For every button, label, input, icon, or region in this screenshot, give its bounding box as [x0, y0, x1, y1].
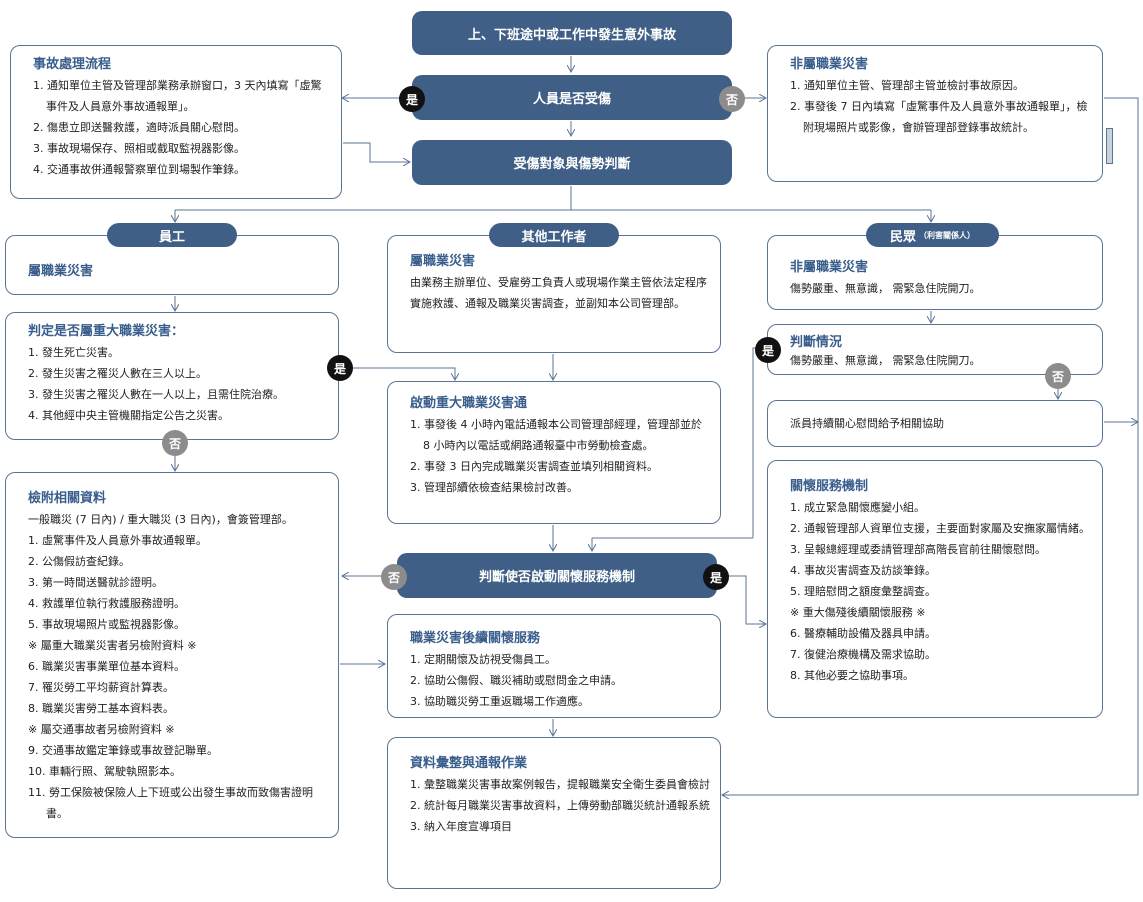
employee-pill: 員工: [107, 223, 237, 247]
yes-marker-major: 是: [327, 355, 353, 381]
list-item: 3. 管理部續依檢查結果檢討改善。: [410, 481, 578, 494]
list-item: 8. 職業災害勞工基本資料表。: [28, 702, 174, 715]
list-item: 4. 交通事故併通報警察單位到場製作筆錄。: [33, 163, 245, 176]
list-item: 4. 其他經中央主管機關指定公告之災害。: [28, 409, 229, 422]
list-item: 2. 事發後 7 日內填寫「虛驚事件及人員意外事故通報單」，檢附現場照片或影像，…: [790, 100, 1088, 134]
list-item: 7. 罹災勞工平均薪資計算表。: [28, 681, 174, 694]
yes-marker-care: 是: [703, 564, 729, 590]
start-node: 上、下班途中或工作中發生意外事故: [412, 11, 732, 55]
yes-marker-injured: 是: [399, 86, 425, 112]
attach-docs-title: 檢附相關資料: [28, 491, 107, 506]
data-report-box: 資料彙整與通報作業 1. 彙整職業災害事故案例報告，提報職業安全衛生委員會檢討 …: [387, 737, 721, 889]
major-criteria-title: 判定是否屬重大職業災害：: [28, 324, 185, 339]
list-item: ※ 屬交通事故者另檢附資料 ※: [28, 723, 175, 736]
public-pill: 民眾（利害關係人）: [866, 223, 999, 247]
non-occupational-top-title: 非屬職業災害: [790, 57, 869, 72]
public-non-occupational-title: 非屬職業災害: [790, 260, 869, 275]
list-item: 7. 復健治療機構及需求協助。: [790, 648, 936, 661]
other-occupational-title: 屬職業災害: [410, 254, 476, 269]
public-non-occupational-box: 非屬職業災害 傷勢嚴重、無意識， 需緊急住院開刀。: [767, 235, 1103, 310]
list-item: 3. 事故現場保存、照相或截取監視器影像。: [33, 142, 245, 155]
public-non-occupational-text: 傷勢嚴重、無意識， 需緊急住院開刀。: [790, 282, 981, 295]
list-item: 2. 協助公傷假、職災補助或慰問金之申請。: [410, 674, 622, 687]
care-mechanism-box: 關懷服務機制 1. 成立緊急關懷應變小組。 2. 通報管理部人資單位支援，主要面…: [767, 460, 1103, 718]
other-occupational-text: 由業務主辦單位、受雇勞工負責人或現場作業主管依法定程序實施救護、通報及職業災害調…: [410, 276, 707, 310]
care-mechanism-title: 關懷服務機制: [790, 479, 869, 494]
dispatch-care-text: 派員持續關心慰問給予相關協助: [790, 417, 944, 430]
care-decision-node: 判斷使否啟動關懷服務機制: [397, 553, 717, 598]
list-item: 11. 勞工保險被保險人上下班或公出發生事故而致傷害證明書。: [28, 786, 313, 820]
list-item: 6. 醫療輔助設備及器具申請。: [790, 627, 936, 640]
list-item: 2. 公傷假訪查紀錄。: [28, 555, 130, 568]
judge-situation-text: 傷勢嚴重、無意識， 需緊急住院開刀。: [790, 354, 981, 367]
no-marker-injured: 否: [719, 86, 745, 112]
list-item: 3. 協助職災勞工重返職場工作適應。: [410, 695, 589, 708]
followup-care-box: 職業災害後續關懷服務 1. 定期關懷及訪視受傷員工。 2. 協助公傷假、職災補助…: [387, 614, 721, 718]
list-item: 5. 理賠慰問之額度彙整調查。: [790, 585, 936, 598]
employee-occupational-title: 屬職業災害: [28, 264, 94, 279]
list-item: 4. 事故災害調查及訪談筆錄。: [790, 564, 936, 577]
accident-process-box: 事故處理流程 1. 通知單位主管及管理部業務承辦窗口，3 天內填寫「虛驚事件及人…: [10, 45, 342, 199]
public-note: （利害關係人）: [919, 230, 975, 240]
no-marker-major: 否: [162, 430, 188, 456]
judge-situation-box: 判斷情況 傷勢嚴重、無意識， 需緊急住院開刀。: [767, 324, 1103, 375]
list-item: 1. 成立緊急關懷應變小組。: [790, 501, 925, 514]
list-item: 8. 其他必要之協助事項。: [790, 669, 914, 682]
judge-situation-title: 判斷情況: [790, 335, 843, 350]
dispatch-care-box: 派員持續關心慰問給予相關協助: [767, 400, 1103, 447]
list-item: 3. 第一時間送醫就診證明。: [28, 576, 163, 589]
no-marker-situation: 否: [1045, 363, 1071, 389]
list-item: 6. 職業災害事業單位基本資料。: [28, 660, 185, 673]
list-item: 4. 救護單位執行救護服務證明。: [28, 597, 185, 610]
list-item: 1. 虛驚事件及人員意外事故通報單。: [28, 534, 207, 547]
list-item: 3. 發生災害之罹災人數在一人以上，且需住院治療。: [28, 388, 284, 401]
major-criteria-box: 判定是否屬重大職業災害： 1. 發生死亡災害。 2. 發生災害之罹災人數在三人以…: [5, 312, 339, 440]
list-item: 1. 發生死亡災害。: [28, 346, 119, 359]
yes-marker-situation: 是: [755, 337, 781, 363]
attach-docs-box: 檢附相關資料 一般職災 (7 日內) / 重大職災 (3 日內)，會簽管理部。 …: [5, 472, 339, 838]
list-item: 9. 交通事故鑑定筆錄或事故登記聯單。: [28, 744, 218, 757]
list-item: 一般職災 (7 日內) / 重大職災 (3 日內)，會簽管理部。: [28, 513, 293, 526]
list-item: 2. 發生災害之罹災人數在三人以上。: [28, 367, 207, 380]
list-item: 1. 定期關懷及訪視受傷員工。: [410, 653, 556, 666]
data-report-title: 資料彙整與通報作業: [410, 756, 528, 771]
list-item: 3. 納入年度宣導項目: [410, 820, 512, 833]
list-item: 1. 通知單位主管及管理部業務承辦窗口，3 天內填寫「虛驚事件及人員意外事故通報…: [33, 79, 322, 113]
list-item: 3. 呈報總經理或委請管理部高階長官前往關懷慰問。: [790, 543, 1046, 556]
side-marker: [1106, 128, 1113, 164]
injury-assessment-node: 受傷對象與傷勢判斷: [412, 140, 732, 185]
major-notify-box: 啟動重大職業災害通 1. 事發後 4 小時內電話通報本公司管理部經理，管理部並於…: [387, 381, 721, 524]
list-item: 1. 事發後 4 小時內電話通報本公司管理部經理，管理部並於 8 小時內以電話或…: [410, 418, 702, 452]
injured-question-node: 人員是否受傷: [412, 75, 732, 120]
list-item: 2. 事發 3 日內完成職業災害調查並填列相關資料。: [410, 460, 658, 473]
list-item: 2. 傷患立即送醫救護，適時派員關心慰問。: [33, 121, 245, 134]
public-label: 民眾: [889, 229, 916, 245]
list-item: ※ 屬重大職業災害者另檢附資料 ※: [28, 639, 197, 652]
non-occupational-top-box: 非屬職業災害 1. 通知單位主管、管理部主管並檢討事故原因。 2. 事發後 7 …: [767, 45, 1103, 182]
list-item: 1. 通知單位主管、管理部主管並檢討事故原因。: [790, 79, 1024, 92]
no-marker-care: 否: [381, 564, 407, 590]
list-item: 1. 彙整職業災害事故案例報告，提報職業安全衛生委員會檢討: [410, 778, 710, 791]
list-item: 2. 統計每月職業災害事故資料，上傳勞動部職災統計通報系統: [410, 799, 710, 812]
major-notify-title: 啟動重大職業災害通: [410, 396, 528, 411]
other-occupational-box: 屬職業災害 由業務主辦單位、受雇勞工負責人或現場作業主管依法定程序實施救護、通報…: [387, 235, 721, 353]
list-item: ※ 重大傷殘後續關懷服務 ※: [790, 606, 926, 619]
list-item: 10. 車輛行照、駕駛執照影本。: [28, 765, 181, 778]
other-workers-pill: 其他工作者: [489, 223, 619, 247]
list-item: 2. 通報管理部人資單位支援，主要面對家屬及安撫家屬情緒。: [790, 522, 1090, 535]
accident-process-title: 事故處理流程: [33, 57, 112, 72]
list-item: 5. 事故現場照片或監視器影像。: [28, 618, 185, 631]
followup-care-title: 職業災害後續關懷服務: [410, 631, 541, 646]
